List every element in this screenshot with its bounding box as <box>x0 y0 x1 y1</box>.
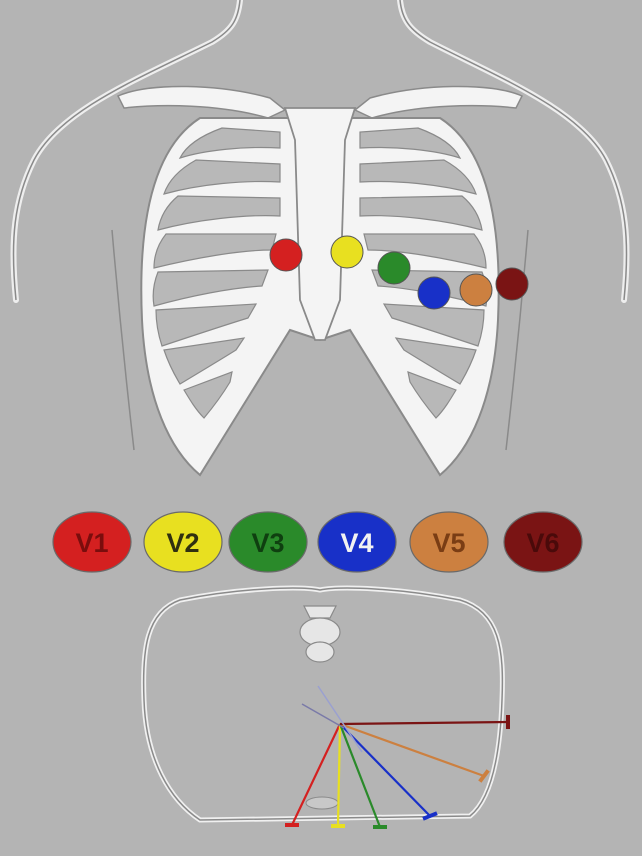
lead-vector-v2 <box>338 724 340 826</box>
electrode-dot-v3 <box>378 252 410 284</box>
lead-vector-v4 <box>340 724 430 816</box>
lead-label-v3: V3 <box>251 528 284 558</box>
lead-badge-v2: V2 <box>144 512 222 572</box>
lead-label-v4: V4 <box>340 528 373 558</box>
lead-legend: V1 V2 V3 V4 V5 V6 <box>53 512 582 572</box>
lead-badge-v3: V3 <box>229 512 307 572</box>
lead-vector-v1 <box>292 724 340 825</box>
electrode-dot-v1 <box>270 239 302 271</box>
lead-badge-v1: V1 <box>53 512 131 572</box>
chest-cross-section <box>144 588 503 820</box>
lead-vector-v3 <box>340 724 380 827</box>
electrode-dot-v5 <box>460 274 492 306</box>
lead-badge-v4: V4 <box>318 512 396 572</box>
electrode-dot-v6 <box>496 268 528 300</box>
lead-label-v2: V2 <box>166 528 199 558</box>
lead-label-v5: V5 <box>432 528 465 558</box>
lead-label-v6: V6 <box>526 528 559 558</box>
lead-badge-v6: V6 <box>504 512 582 572</box>
vertebra <box>300 606 340 662</box>
lead-vector-v5 <box>340 724 484 776</box>
electrode-dot-v2 <box>331 236 363 268</box>
lead-label-v1: V1 <box>75 528 108 558</box>
lead-vector-v6 <box>340 722 508 724</box>
lead-badge-v5: V5 <box>410 512 488 572</box>
cross-sternum <box>306 797 338 809</box>
electrode-dot-v4 <box>418 277 450 309</box>
